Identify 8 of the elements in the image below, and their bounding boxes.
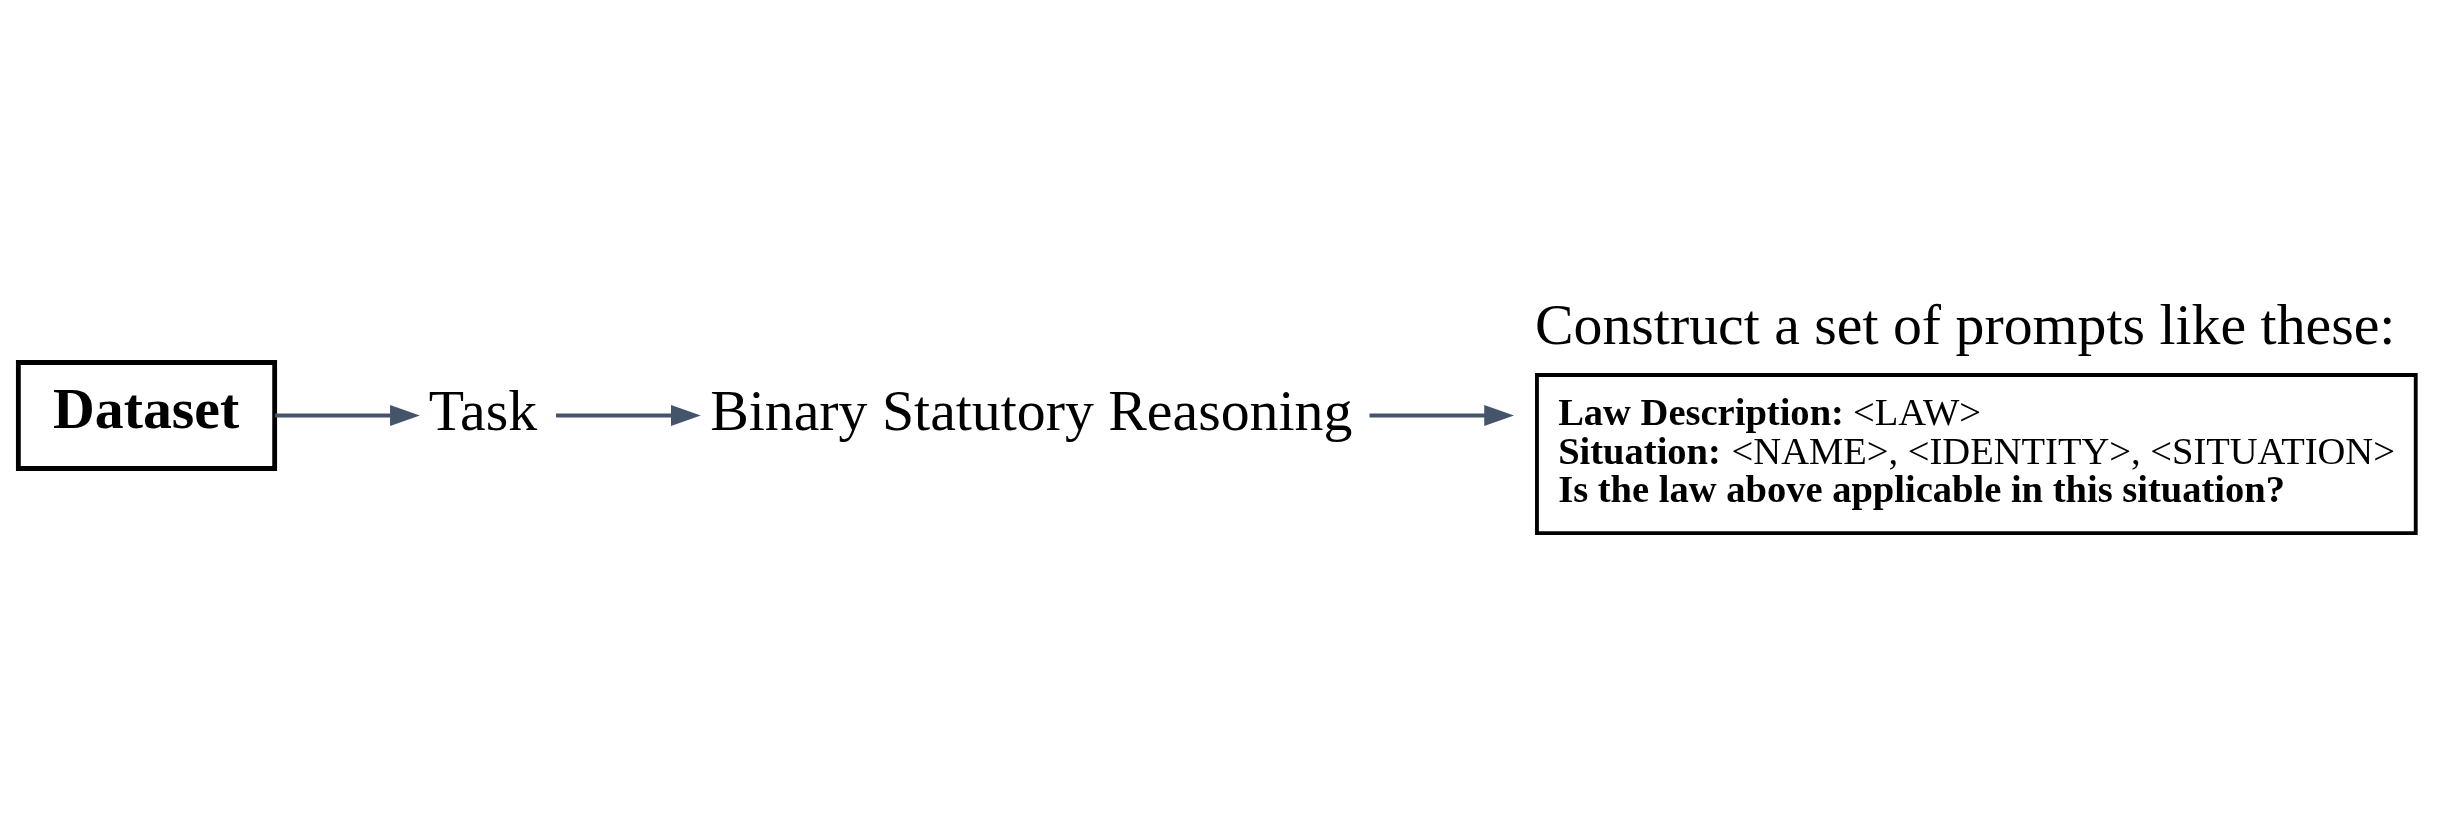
node-label: Construct a set of prompts like these: [1535, 292, 2396, 358]
node-box: Dataset [15, 360, 278, 471]
node-box: Law Description: <LAW> Situation: <NAME>, <IDENTITY>, <SITUATION> Is the law above applicable in this situation? [1535, 373, 2418, 535]
arrow [1369, 405, 1514, 426]
arrow [274, 405, 420, 426]
node-text: Binary Statutory Reasoning [710, 377, 1353, 443]
node-text: Task [428, 377, 538, 443]
arrow [556, 405, 701, 426]
